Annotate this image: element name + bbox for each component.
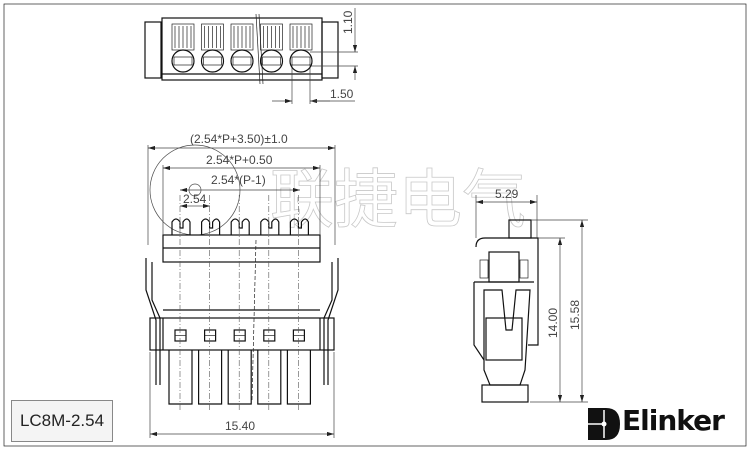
dim-pitch-span: 2.54*(P-1) xyxy=(211,173,266,187)
terminal-tooth xyxy=(201,218,221,235)
dim-height-14: 14.00 xyxy=(546,308,560,338)
contact-leg xyxy=(227,350,252,405)
terminal-tooth xyxy=(260,218,280,235)
wire-entry-hole xyxy=(289,49,313,73)
model-label: LC8M-2.54 xyxy=(11,400,113,442)
release-lever xyxy=(173,56,193,66)
contact-leg xyxy=(168,350,193,405)
dim-1-50: 1.50 xyxy=(330,87,354,101)
dim-overall-width: 15.40 xyxy=(225,419,255,433)
terminal-tooth xyxy=(230,218,250,235)
dim-side-width: 5.29 xyxy=(495,187,519,201)
wire-entry-hole xyxy=(259,49,284,73)
release-lever xyxy=(203,56,222,66)
wire-entry-hole xyxy=(171,49,195,73)
wire-entry-hole xyxy=(200,49,225,73)
front-view: (2.54*P+3.50)±1.0 2.54*P+0.50 2.54*(P-1)… xyxy=(145,132,339,438)
contact-leg xyxy=(286,350,311,405)
dim-pitch: 2.54 xyxy=(183,192,207,206)
contact-leg xyxy=(198,350,223,405)
wire-entry-hole xyxy=(230,49,254,73)
contact-leg xyxy=(257,350,282,405)
release-lever xyxy=(291,56,311,66)
dim-total-length: (2.54*P+3.50)±1.0 xyxy=(190,132,288,146)
dim-body-length: 2.54*P+0.50 xyxy=(206,153,273,167)
release-lever xyxy=(232,56,252,66)
sheet-border xyxy=(3,3,747,447)
terminal-tooth xyxy=(171,218,191,235)
brand-name: Elinker xyxy=(622,404,725,437)
side-view: 5.29 14.00 15.58 xyxy=(473,187,588,403)
release-lever xyxy=(262,56,281,66)
elinker-logo-icon xyxy=(588,408,620,440)
top-view: 1.10 1.50 xyxy=(144,8,358,104)
terminal-tooth xyxy=(289,218,309,235)
dim-height-15-58: 15.58 xyxy=(568,300,582,330)
dim-1-10: 1.10 xyxy=(341,10,355,34)
